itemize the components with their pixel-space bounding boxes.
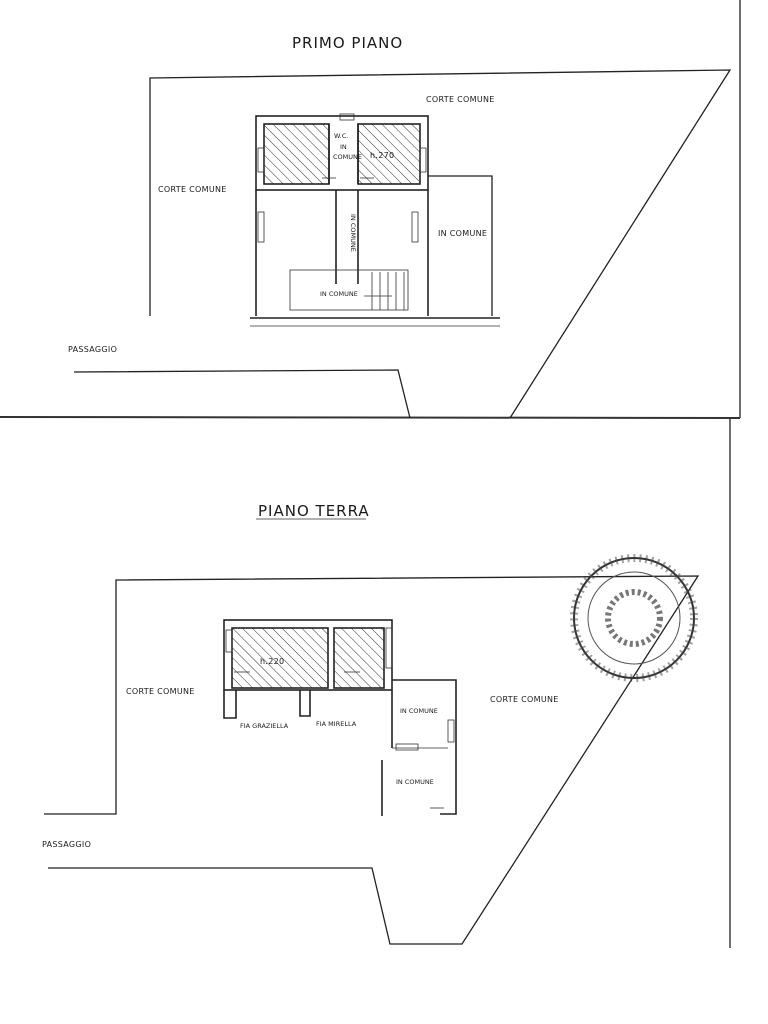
bottom-label-passaggio: PASSAGGIO bbox=[42, 840, 91, 849]
top-label-in-comune-stairs: IN COMUNE bbox=[320, 290, 358, 298]
bottom-room-left-hatched bbox=[231, 627, 329, 689]
bottom-arrows bbox=[234, 671, 444, 809]
notary-stamp bbox=[570, 554, 698, 682]
top-stair-area bbox=[289, 269, 409, 311]
bottom-label-corte-comune-right: CORTE COMUNE bbox=[490, 695, 559, 704]
bottom-lot-boundary bbox=[44, 575, 700, 945]
top-label-comune-wc: COMUNE bbox=[333, 153, 362, 161]
top-building-outline bbox=[255, 115, 429, 191]
top-label-corte-comune-top: CORTE COMUNE bbox=[426, 95, 495, 104]
bottom-label-fia-graziella: FIA GRAZIELLA bbox=[240, 722, 289, 730]
top-passage-road bbox=[73, 369, 411, 419]
top-plan-title: PRIMO PIANO bbox=[292, 34, 403, 52]
top-label-wc: W.C. bbox=[334, 132, 348, 140]
bottom-plan: PIANO TERRA CORTE COMUNE CORTE COMUNE h.… bbox=[42, 502, 700, 945]
bottom-label-height: h.220 bbox=[260, 657, 284, 666]
top-side-terrace bbox=[428, 175, 493, 316]
bottom-label-in-comune-1: IN COMUNE bbox=[400, 707, 438, 715]
top-arrows bbox=[322, 177, 392, 297]
top-label-passaggio: PASSAGGIO bbox=[68, 345, 117, 354]
bottom-left-partition bbox=[223, 690, 237, 719]
sheet-divider-line bbox=[0, 416, 741, 419]
bottom-label-fia-mirella: FIA MIRELLA bbox=[316, 720, 357, 728]
top-label-in-comune-right: IN COMUNE bbox=[438, 229, 487, 238]
top-label-in-comune-vertical: IN COMUNE bbox=[349, 214, 357, 252]
top-label-in-wc: IN bbox=[340, 143, 347, 151]
top-lot-boundary bbox=[149, 69, 732, 419]
bottom-mid-partition bbox=[299, 690, 311, 717]
bottom-right-wing bbox=[392, 679, 457, 815]
top-stair-steps bbox=[371, 272, 405, 310]
top-room-left-hatched bbox=[263, 123, 330, 185]
bottom-room-right-hatched bbox=[333, 627, 385, 689]
top-label-corte-comune-left: CORTE COMUNE bbox=[158, 185, 227, 194]
bottom-window-markers bbox=[225, 627, 455, 751]
bottom-label-in-comune-2: IN COMUNE bbox=[396, 778, 434, 786]
top-label-height: h.270 bbox=[370, 151, 394, 160]
top-plan: PRIMO PIANO bbox=[68, 34, 732, 419]
top-window-markers bbox=[257, 113, 427, 243]
bottom-plan-title: PIANO TERRA bbox=[258, 502, 370, 520]
bottom-label-corte-comune-left: CORTE COMUNE bbox=[126, 687, 195, 696]
